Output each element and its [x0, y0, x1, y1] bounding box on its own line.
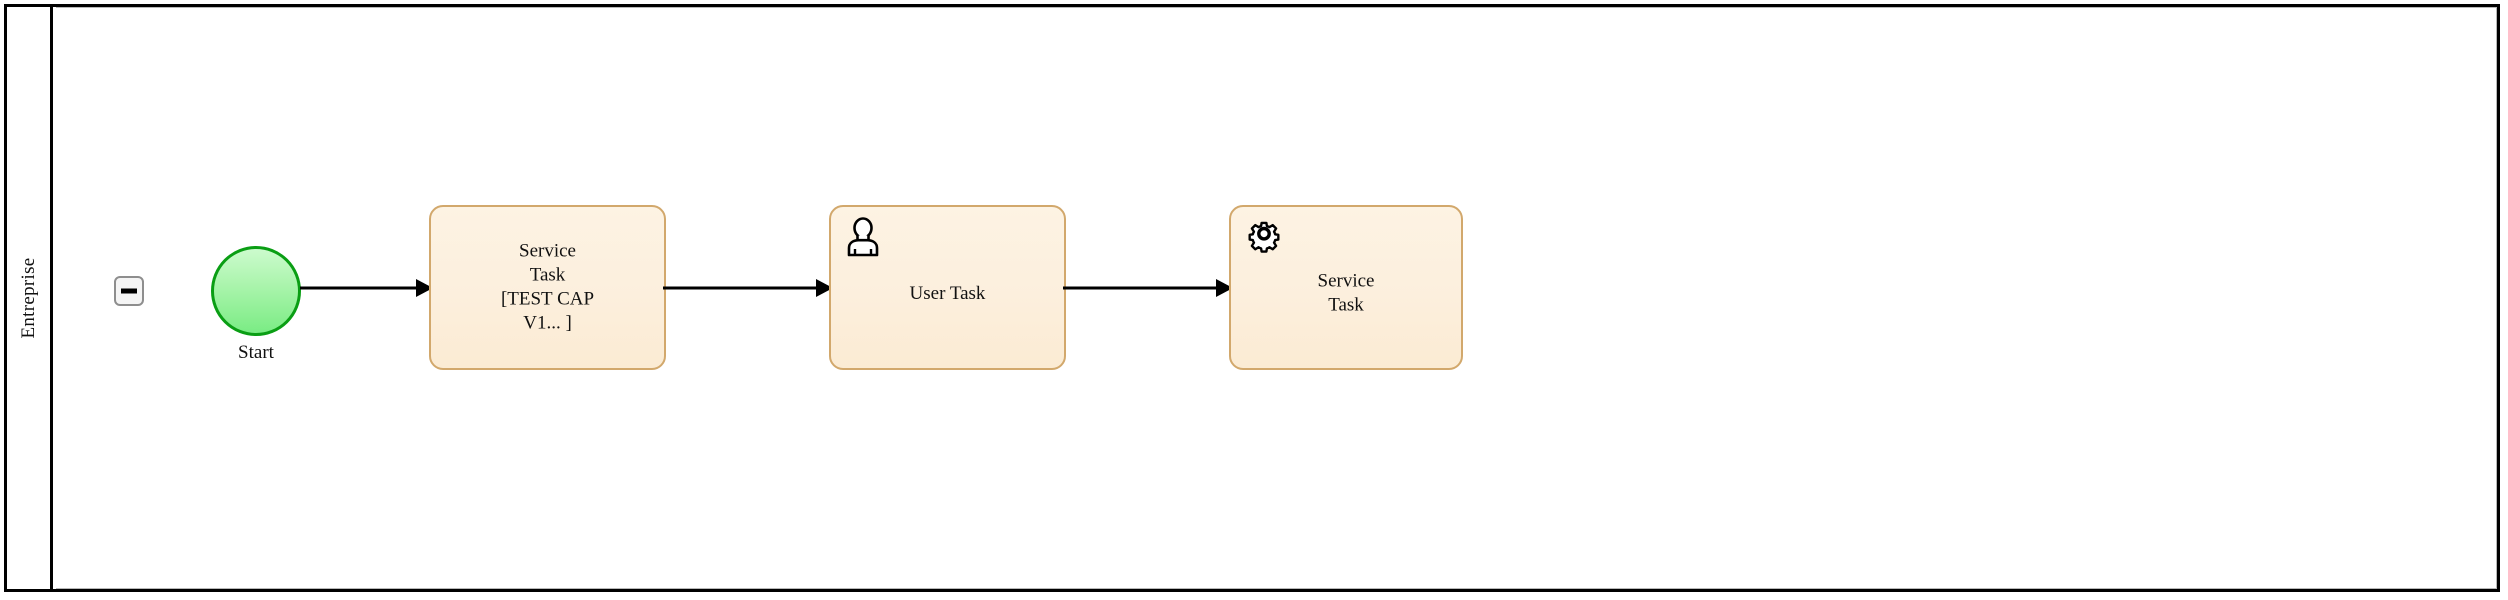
task-service-2[interactable]: Service Task [1229, 205, 1463, 370]
start-event-label: Start [238, 342, 274, 363]
task-service-2-label: Service Task [1317, 270, 1375, 316]
task-user[interactable]: User Task [829, 205, 1066, 370]
pool-header[interactable]: Entreprise [7, 7, 53, 589]
task-user-label: User Task [909, 282, 986, 304]
task-service-1[interactable]: Service Task [TEST CAP V1... ] [429, 205, 666, 370]
minus-icon [121, 288, 137, 294]
user-icon [843, 217, 887, 261]
pool-label: Entreprise [17, 257, 39, 339]
pool-entreprise[interactable]: Entreprise Start Service Task [TEST CAP … [4, 4, 2500, 592]
gear-icon [1243, 217, 1287, 261]
task-service-1-label: Service Task [TEST CAP V1... ] [500, 239, 595, 334]
sequence-flow-start-to-service-1[interactable] [300, 276, 433, 300]
pool-lane-body: Start Service Task [TEST CAP V1... ] [56, 7, 2497, 589]
sequence-flow-service-1-to-user[interactable] [663, 276, 833, 300]
start-event[interactable] [211, 246, 301, 336]
sequence-flow-user-to-service-2[interactable] [1063, 276, 1233, 300]
pool-collapse-button[interactable] [114, 276, 144, 306]
